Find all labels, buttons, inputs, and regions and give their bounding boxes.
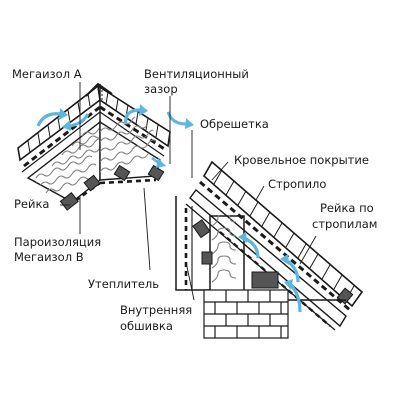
wall-lath-block bbox=[192, 219, 211, 239]
right-lath-block-2 bbox=[147, 164, 165, 182]
right-membrane-dashes bbox=[99, 105, 167, 152]
right-lath-block bbox=[113, 164, 131, 182]
labels: Мегаизол А Вентиляционный зазор Обрешетк… bbox=[12, 67, 377, 333]
label-lath-rafter-line1: Рейка по bbox=[320, 201, 374, 215]
label-inner-lining-line1: Внутренняя bbox=[120, 303, 192, 317]
wall-lath-block-2 bbox=[201, 251, 213, 265]
label-vent-gap-line2: зазор bbox=[144, 82, 178, 96]
right-roof-covering-hatch bbox=[105, 91, 159, 138]
long-roof-covering bbox=[202, 160, 364, 308]
left-lath-block-2 bbox=[83, 174, 101, 192]
left-insulation-pattern bbox=[35, 125, 100, 194]
label-obreshetka: Обрешетка bbox=[200, 117, 269, 131]
leader-insulation bbox=[143, 187, 151, 271]
left-lath-block bbox=[59, 192, 79, 211]
label-lath-rafter-line2: стропилам bbox=[312, 217, 377, 231]
leader-rafter bbox=[255, 185, 265, 201]
label-vapor-barrier-line2: Мегаизол В bbox=[14, 250, 84, 264]
airflow-arrow-eave-2 bbox=[284, 279, 302, 313]
airflow-arrows bbox=[36, 104, 302, 313]
long-roof-slope bbox=[185, 160, 364, 331]
left-roof-covering-hatch bbox=[27, 93, 91, 154]
airflow-arrow-apex-right bbox=[124, 104, 194, 129]
wall-plate-block bbox=[251, 271, 279, 289]
leader-lath-rafter bbox=[299, 235, 317, 265]
right-vapor-barrier-dashes bbox=[99, 178, 157, 185]
airflow-arrow-wall-up bbox=[238, 232, 260, 259]
wall-insulation-pattern bbox=[211, 215, 237, 283]
label-vent-gap-line1: Вентиляционный bbox=[144, 67, 249, 81]
left-vapor-barrier-dashes bbox=[67, 181, 101, 208]
leader-roof-covering bbox=[211, 161, 229, 181]
label-megaizol-a: Мегаизол А bbox=[12, 67, 82, 81]
airflow-arrow-eave-1 bbox=[280, 254, 300, 283]
obreshetka-dashes bbox=[199, 180, 351, 312]
label-roof-covering: Кровельное покрытие bbox=[234, 153, 369, 167]
leader-lines bbox=[60, 82, 317, 301]
label-reyka: Рейка bbox=[14, 197, 49, 211]
label-insulation: Утеплитель bbox=[88, 277, 159, 291]
label-inner-lining-line2: обшивка bbox=[120, 319, 173, 333]
right-roof-slope bbox=[96, 84, 171, 185]
airflow-arrow-apex-left bbox=[36, 108, 90, 131]
inner-wall-section bbox=[175, 196, 279, 291]
brick-wall bbox=[203, 289, 289, 339]
airflow-arrow-slope bbox=[151, 156, 166, 168]
ridge-cap bbox=[85, 82, 113, 122]
label-rafter: Стропило bbox=[268, 177, 326, 191]
long-roof-covering-hatch bbox=[213, 169, 355, 301]
label-vapor-barrier-line1: Пароизоляция bbox=[14, 235, 101, 249]
leader-inner-lining bbox=[185, 261, 195, 301]
left-roof-slope bbox=[17, 84, 101, 211]
